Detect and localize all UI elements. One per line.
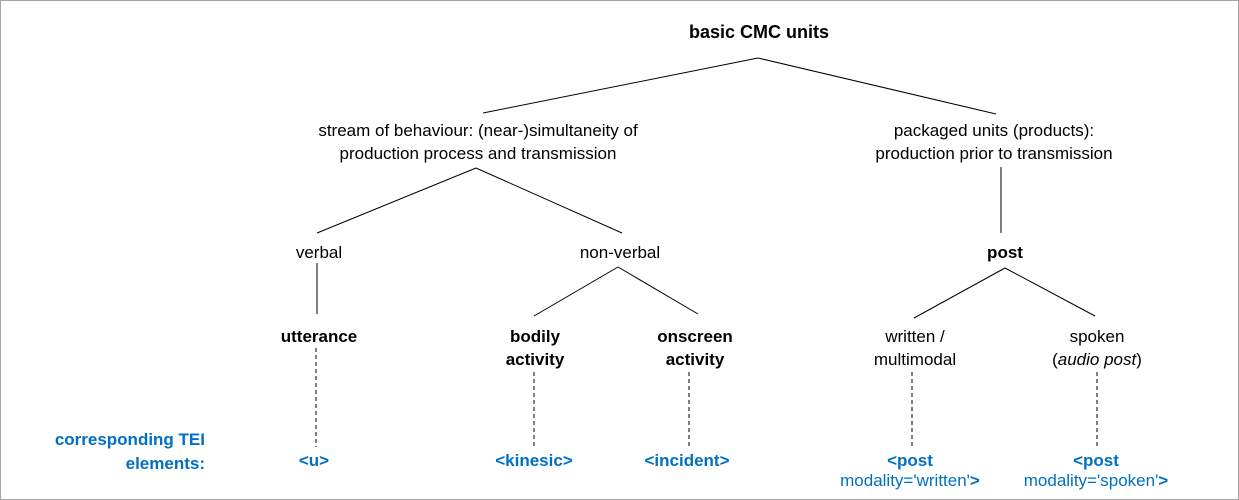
- tei-post-written-close-bracket: >: [969, 471, 980, 490]
- node-written-line2: multimodal: [873, 350, 957, 369]
- node-stream-of-behaviour: stream of behaviour: (near-)simultaneity…: [318, 119, 637, 165]
- node-stream-line1: stream of behaviour: (near-)simultaneity…: [318, 121, 638, 140]
- edge-post-spoken: [1004, 267, 1096, 317]
- node-packaged-line2: production prior to transmission: [875, 144, 1113, 163]
- spoken-paren-open: (: [1052, 350, 1058, 369]
- tei-post-spoken-attr: modality='spoken': [1023, 471, 1159, 490]
- edge-root-packaged: [757, 57, 997, 115]
- tei-caption-line2: elements:: [125, 454, 205, 473]
- node-utterance: utterance: [280, 327, 358, 346]
- tei-post-spoken-line1: <post: [1073, 451, 1119, 470]
- node-onscreen-activity: onscreen activity: [657, 325, 733, 371]
- tei-post-spoken-close-bracket: >: [1158, 471, 1169, 490]
- edge-nonverbal-bodily: [533, 266, 619, 317]
- node-onscreen-line1: onscreen: [657, 327, 733, 346]
- node-spoken-line2: (audio post): [1052, 348, 1142, 371]
- node-bodily-line1: bodily: [509, 327, 561, 346]
- edge-post-written: [913, 267, 1006, 319]
- node-post: post: [987, 243, 1023, 262]
- node-onscreen-line2: activity: [665, 350, 725, 369]
- tei-post-written-line2: modality='written'>: [840, 471, 980, 491]
- node-non-verbal: non-verbal: [579, 243, 661, 262]
- node-packaged-line1: packaged units (products):: [893, 121, 1095, 140]
- node-spoken-audio-post: spoken (audio post): [1052, 325, 1142, 371]
- spoken-audio-post-italic: audio post: [1057, 350, 1137, 369]
- node-root: basic CMC units: [688, 22, 830, 42]
- spoken-paren-close: ): [1136, 350, 1142, 369]
- node-written-line1: written /: [885, 327, 945, 346]
- edge-stream-nonverbal: [475, 167, 623, 234]
- edge-stream-verbal: [316, 167, 477, 234]
- node-bodily-activity: bodily activity: [506, 325, 565, 371]
- node-stream-line2: production process and transmission: [339, 144, 617, 163]
- tei-post-written-attr: modality='written': [840, 471, 970, 490]
- node-written-multimodal: written / multimodal: [874, 325, 956, 371]
- tei-caption-line1: corresponding TEI: [54, 430, 205, 449]
- node-bodily-line2: activity: [505, 350, 565, 369]
- tei-post-spoken-line2: modality='spoken'>: [1024, 471, 1168, 491]
- tei-element-kinesic: <kinesic>: [495, 451, 573, 470]
- node-verbal: verbal: [295, 243, 343, 262]
- tei-element-u: <u>: [298, 451, 330, 470]
- tei-element-incident: <incident>: [644, 451, 730, 470]
- node-spoken-line1: spoken: [1069, 327, 1125, 346]
- edge-nonverbal-onscreen: [617, 266, 699, 315]
- tei-element-post-spoken: <post modality='spoken'>: [1024, 451, 1168, 491]
- node-packaged-units: packaged units (products): production pr…: [875, 119, 1112, 165]
- tei-element-post-written: <post modality='written'>: [840, 451, 980, 491]
- tei-post-written-line1: <post: [887, 451, 933, 470]
- tei-caption: corresponding TEI elements:: [39, 428, 205, 476]
- edge-root-stream: [482, 57, 759, 114]
